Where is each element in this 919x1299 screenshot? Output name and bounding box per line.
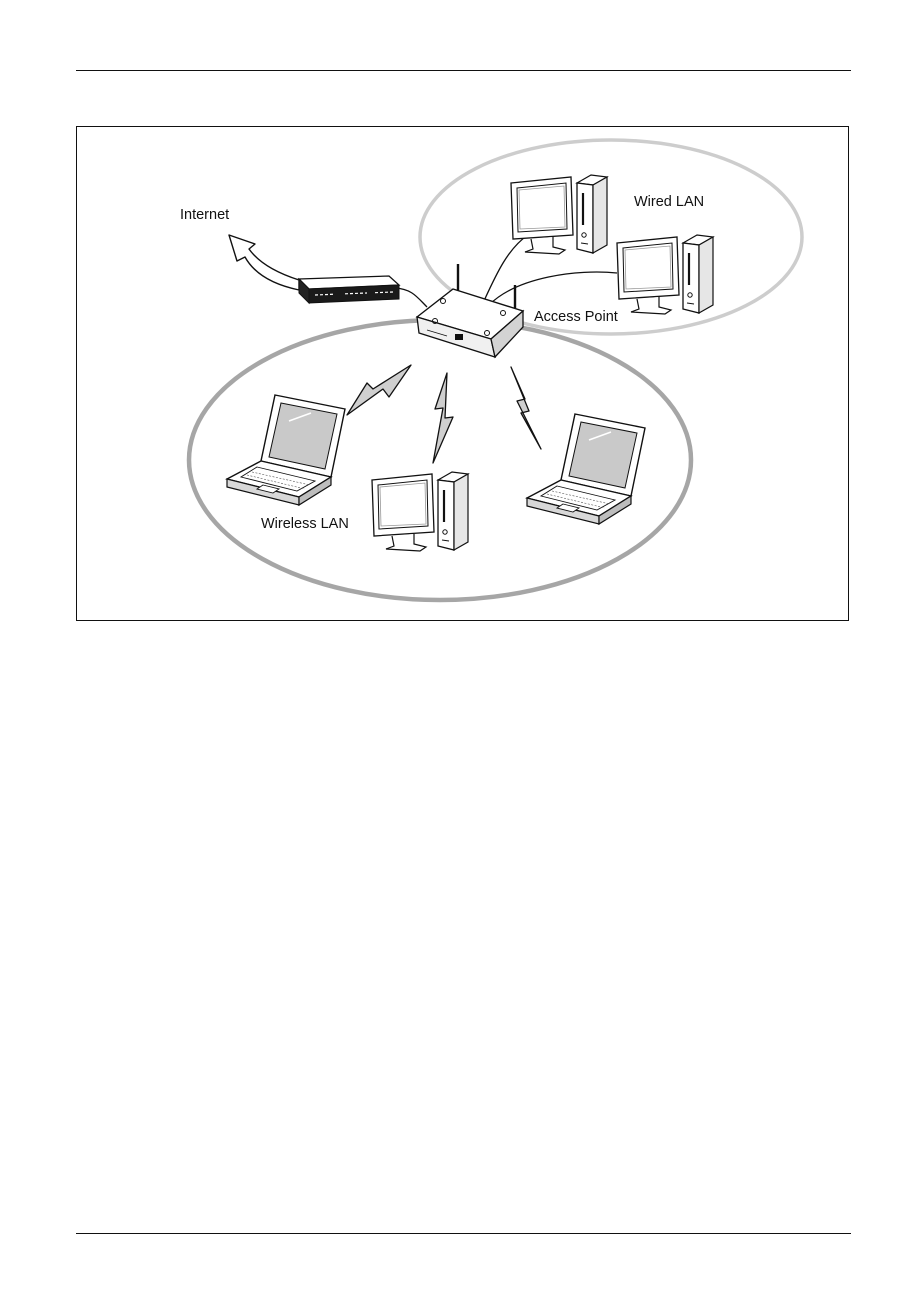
wireless-signal-icon <box>511 367 541 449</box>
desktop-computer-icon <box>617 235 713 314</box>
access-point-label: Access Point <box>534 309 618 325</box>
laptop-icon <box>227 395 345 505</box>
laptop-icon <box>527 414 645 524</box>
internet-arrow-icon <box>229 235 299 290</box>
desktop-computer-icon <box>372 472 468 551</box>
modem-cable <box>395 288 427 307</box>
top-rule <box>76 70 851 71</box>
internet-label: Internet <box>180 207 229 223</box>
wired-lan-label: Wired LAN <box>634 194 704 210</box>
bottom-rule <box>76 1233 851 1234</box>
wireless-signal-icon <box>433 373 453 463</box>
access-point-icon <box>417 264 523 357</box>
wireless-lan-label: Wireless LAN <box>261 516 349 532</box>
desktop-computer-icon <box>511 175 607 254</box>
wireless-signal-icon <box>347 365 411 415</box>
network-diagram-frame: Internet Wired LAN Access Point Wireless… <box>76 126 849 621</box>
wired-cable-2 <box>489 272 617 305</box>
modem-icon <box>299 276 399 303</box>
network-diagram <box>77 127 850 622</box>
